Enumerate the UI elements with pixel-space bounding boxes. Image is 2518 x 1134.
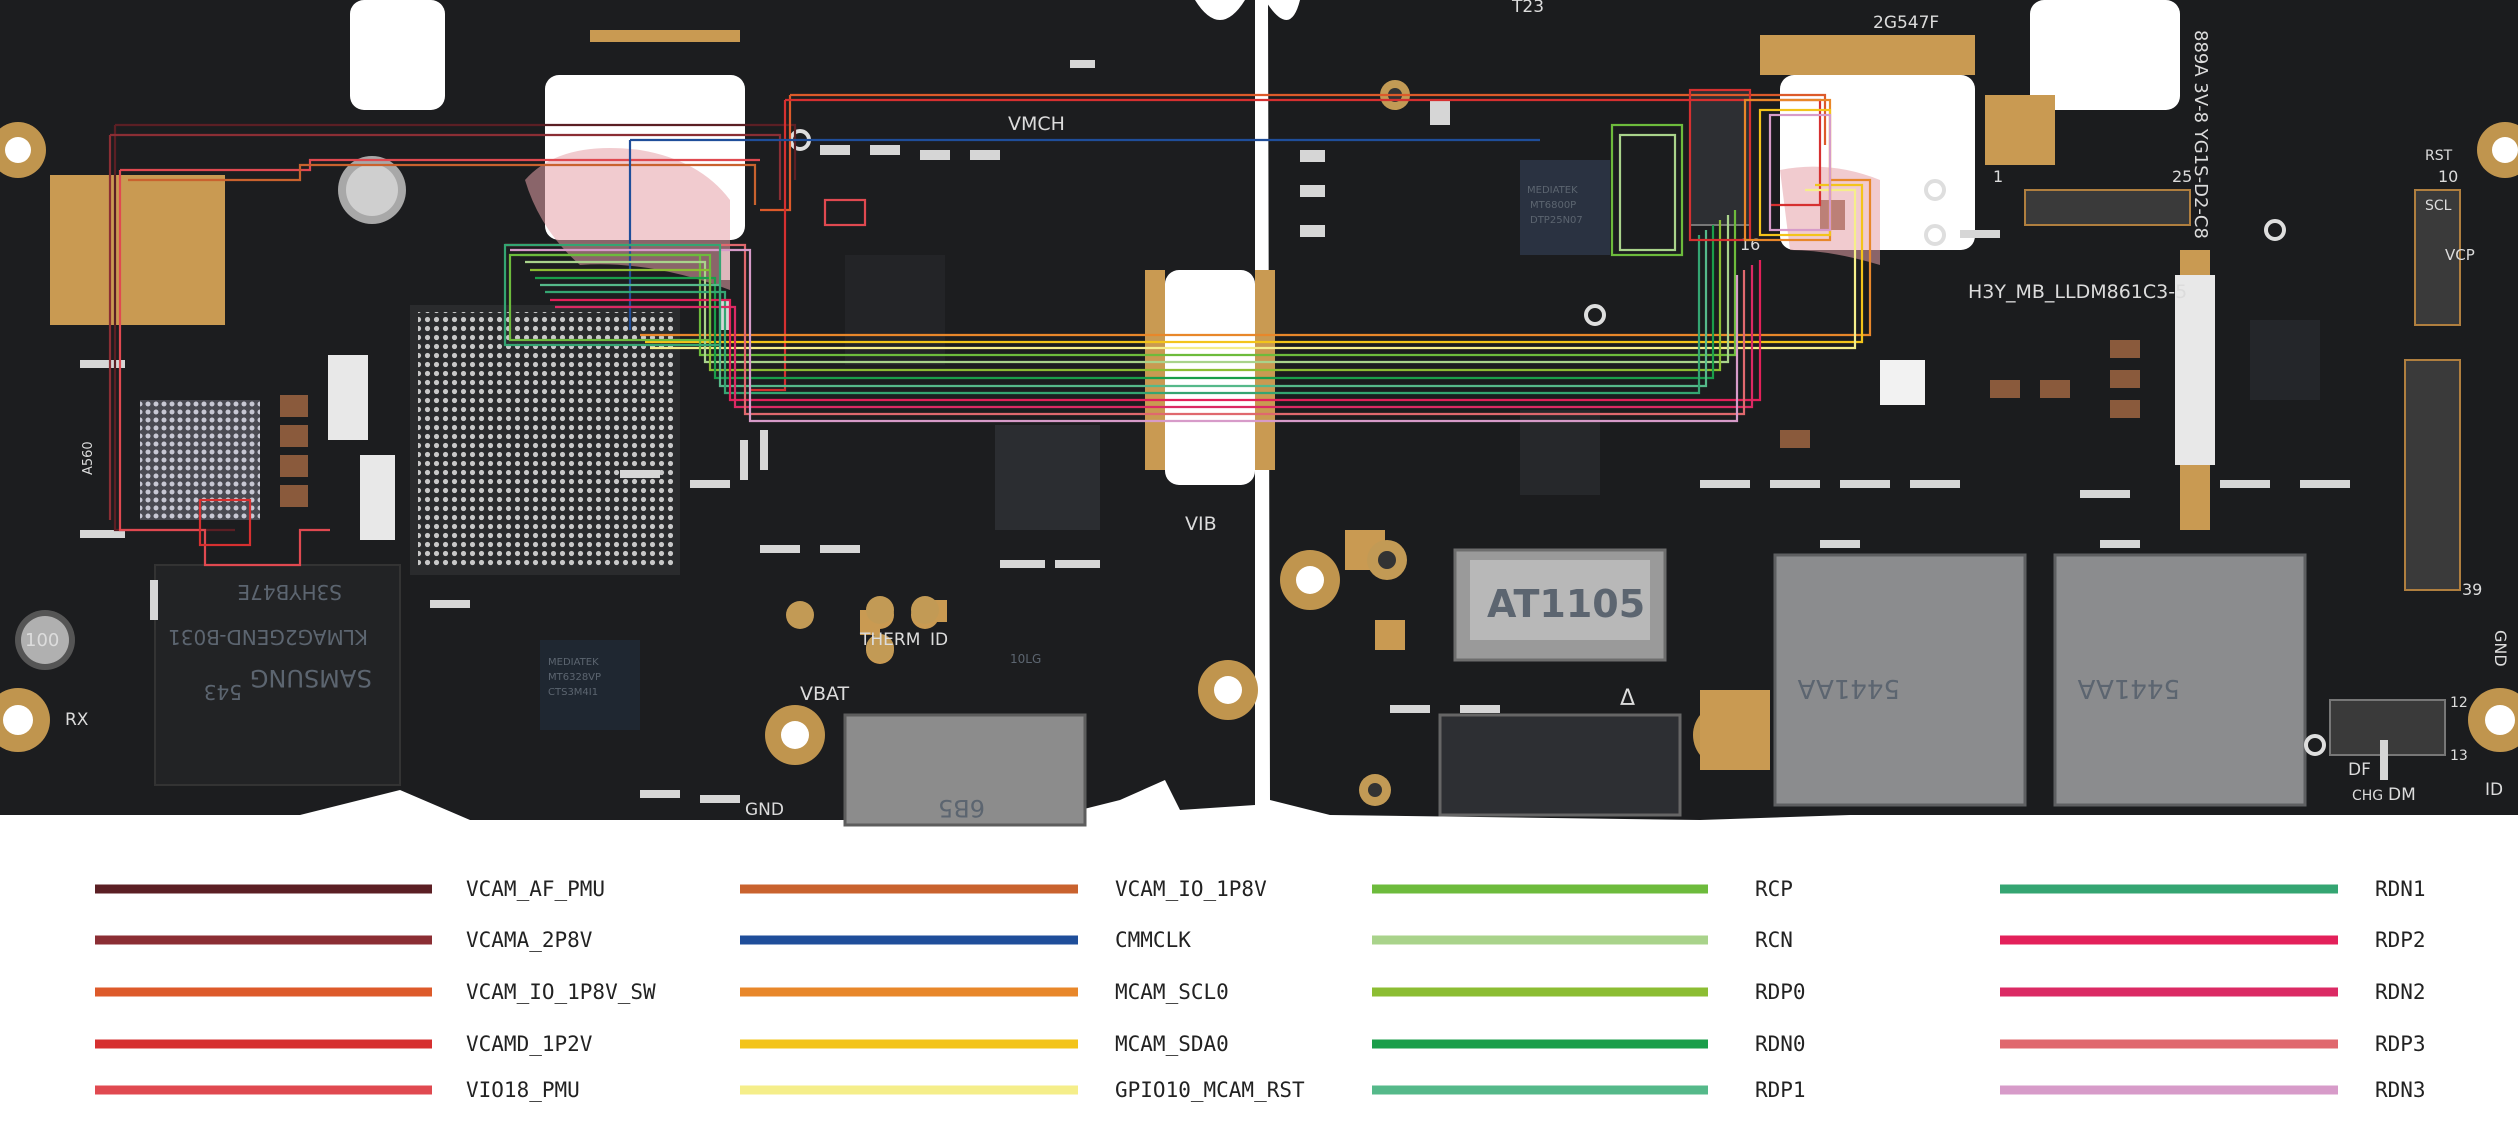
label-pin13: 13 <box>2450 748 2468 764</box>
legend-label-rdn2: RDN2 <box>2375 980 2426 1004</box>
chip-markings: SAMSUNG KLMAG2GEND-B031 543 S3HYB47E MED… <box>168 185 2180 822</box>
legend-label-rdn1: RDN1 <box>2375 877 2426 901</box>
legend-label-vcam-af-pmu: VCAM_AF_PMU <box>466 877 605 901</box>
test-points <box>786 80 1410 806</box>
label-pin1: 1 <box>1993 167 2003 186</box>
pmic-chip <box>540 640 640 730</box>
vias <box>789 129 2326 756</box>
trace-cmmclk <box>628 138 1540 330</box>
smd-components <box>80 60 2388 803</box>
sim-slot-1 <box>1773 553 2027 807</box>
legend: VCAM_AF_PMU VCAMA_2P8V VCAM_IO_1P8V_SW VCAM… <box>95 877 2426 1102</box>
ic-packages <box>15 89 2461 827</box>
trace-rdp1 <box>540 230 1708 388</box>
label-t23: T23 <box>1511 0 1544 17</box>
legend-label-vcamd-1p2v: VCAMD_1P2V <box>466 1032 593 1056</box>
label-delta: Δ <box>1620 686 1635 711</box>
trace-rdn1 <box>545 235 1701 395</box>
legend-label-rdn3: RDN3 <box>2375 1078 2426 1102</box>
legend-label-rdp1: RDP1 <box>1755 1078 1806 1102</box>
legend-label-rdp0: RDP0 <box>1755 980 1806 1004</box>
legend-label-vcam-io-1p8v-sw: VCAM_IO_1P8V_SW <box>466 980 656 1004</box>
legend-label-rdp2: RDP2 <box>2375 928 2426 952</box>
trace-rdn0 <box>535 225 1715 380</box>
legend-label-cmmclk: CMMCLK <box>1115 928 1191 952</box>
soc-chip <box>1520 160 1610 255</box>
emmc-chip <box>154 564 401 786</box>
trace-rdn3 <box>510 248 1739 423</box>
signal-traces <box>108 88 1872 567</box>
label-chg: CHG <box>2352 788 2383 804</box>
label-vmch: VMCH <box>1008 113 1065 135</box>
legend-label-rdp3: RDP3 <box>2375 1032 2426 1056</box>
legend-label-rdn0: RDN0 <box>1755 1032 1806 1056</box>
pcb-board <box>0 0 2518 827</box>
connector-code: AT1105 <box>1487 582 1645 626</box>
sim-code-2: 5441AA <box>2077 673 2180 703</box>
label-gnd-right: GND <box>2491 630 2510 667</box>
sim-code-1: 5441AA <box>1797 673 1900 703</box>
label-df: DF <box>2348 760 2371 780</box>
label-therm-id: ID <box>930 630 948 650</box>
label-rx: RX <box>65 710 89 730</box>
pmic-part: MT6328VP <box>548 672 601 683</box>
silkscreen-labels: VMCH VIB VBAT THERM ID GND RX RST SCL VC… <box>25 0 2510 820</box>
label-revision: H3Y_MB_LLDM861C3-5 <box>1968 281 2187 303</box>
trace-connector-box <box>1688 88 1752 242</box>
trace-vcam-io-1p8v-sw <box>760 93 1827 212</box>
sim-slot-2 <box>2053 553 2307 807</box>
emmc-brand: SAMSUNG <box>250 664 372 692</box>
trace-rcn <box>525 215 1730 364</box>
trace-rdp2 <box>550 260 1762 402</box>
label-pin10: 10 <box>2438 167 2458 186</box>
soc-code: DTP25N07 <box>1530 215 1583 226</box>
usb-port <box>843 713 1087 827</box>
trace-mcam-scl0 <box>640 178 1872 337</box>
label-pin25: 25 <box>2172 167 2192 186</box>
legend-label-gpio10-mcam-rst: GPIO10_MCAM_RST <box>1115 1078 1305 1102</box>
label-rev2: 2G547F <box>1873 13 1939 33</box>
legend-label-vcam-io-1p8v: VCAM_IO_1P8V <box>1115 877 1267 901</box>
pmic-code: CTS3M4I1 <box>548 687 598 698</box>
label-scl: SCL <box>2425 198 2452 214</box>
label-rst: RST <box>2425 148 2453 164</box>
trace-vcam-io-1p8v <box>128 163 757 205</box>
label-100: 100 <box>25 630 59 651</box>
mounting-holes <box>0 122 2518 767</box>
legend-label-vio18-pmu: VIO18_PMU <box>466 1078 580 1102</box>
emmc-part: KLMAG2GEND-B031 <box>168 625 368 649</box>
emmc-date: S3HYB47E <box>238 580 342 604</box>
trace-vcamd-1p2v <box>750 98 1822 392</box>
legend-label-mcam-scl0: MCAM_SCL0 <box>1115 980 1229 1004</box>
trace-rdn2 <box>555 265 1754 409</box>
label-pin12: 12 <box>2450 695 2468 711</box>
label-a560: A560 <box>81 441 96 475</box>
legend-label-mcam-sda0: MCAM_SDA0 <box>1115 1032 1229 1056</box>
emmc-code: 543 <box>204 680 242 704</box>
legend-label-vcama-2p8v: VCAMA_2P8V <box>466 928 593 952</box>
trace-mcam-sda0 <box>645 183 1864 344</box>
label-gnd: GND <box>745 800 784 820</box>
label-rotated-id: 889A 3V-8 YG1S-D2-C8 <box>2190 30 2211 239</box>
label-dm: DM <box>2388 785 2416 805</box>
label-vib: VIB <box>1185 513 1217 535</box>
label-id: ID <box>2485 780 2503 800</box>
ic-10lg: 10LG <box>1010 652 1041 666</box>
inductors <box>280 200 2140 507</box>
label-therm: THERM <box>859 630 920 650</box>
label-vbat: VBAT <box>800 683 850 705</box>
soc-brand: MEDIATEK <box>1527 185 1578 196</box>
legend-label-rcn: RCN <box>1755 928 1793 952</box>
usb-code: 6B5 <box>938 794 985 822</box>
label-vcp: VCP <box>2445 246 2475 264</box>
legend-label-rcp: RCP <box>1755 877 1793 901</box>
soc-part: MT6800P <box>1530 200 1576 211</box>
pmic-brand: MEDIATEK <box>548 657 599 668</box>
label-pin39: 39 <box>2462 580 2482 599</box>
trace-vcama-2p8v <box>108 133 782 520</box>
trace-rdp0 <box>530 220 1722 372</box>
